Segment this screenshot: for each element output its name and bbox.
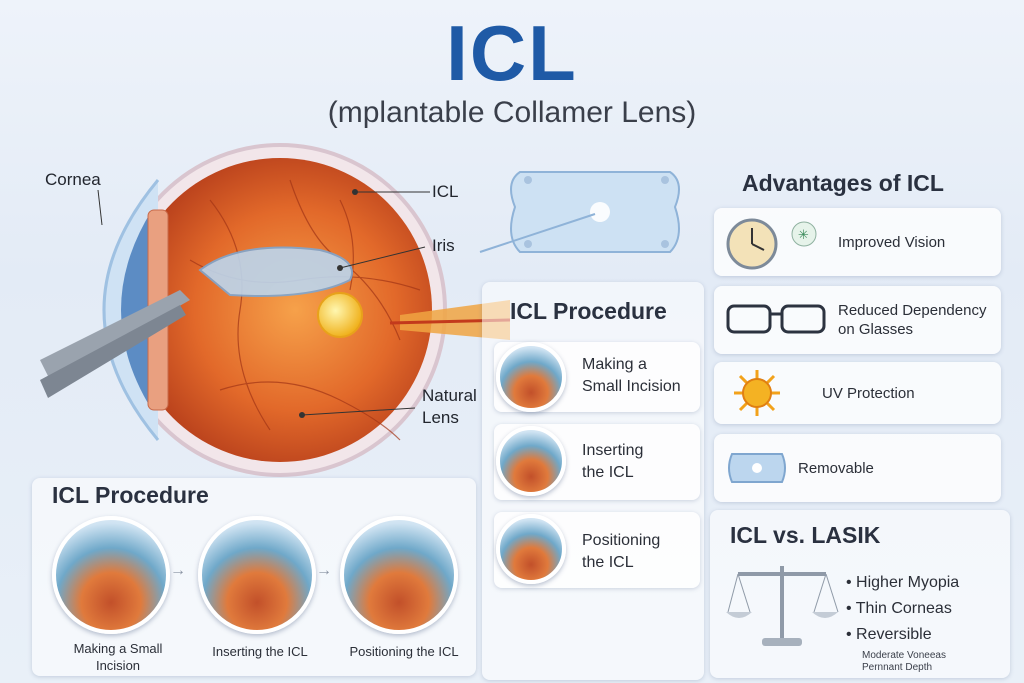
eye-cross-section-illustration <box>40 143 510 477</box>
clock-icon: ✳ <box>726 218 817 270</box>
step-image-incision <box>496 342 566 412</box>
step-image-positioning <box>496 514 566 584</box>
comparison-footnote-2: Pernnant Depth <box>862 662 933 673</box>
svg-text:✳: ✳ <box>798 228 809 243</box>
icl-lens-illustration <box>479 171 680 253</box>
step-line-1: Positioning <box>582 532 661 549</box>
advantage-label-line-1: Reduced Dependency <box>838 302 987 319</box>
comparison-footnote-1: Moderate Voneeas <box>862 650 946 661</box>
comparison-panel <box>710 510 1010 678</box>
bullet-text: Higher Myopia <box>856 574 960 591</box>
comparison-heading: ICL vs. LASIK <box>730 522 881 548</box>
procedure-side-step: Inserting the ICL <box>494 424 700 500</box>
step-image-inserting <box>198 516 316 634</box>
step-line-1: Inserting <box>582 442 644 459</box>
iris-label: Iris <box>432 236 455 255</box>
glasses-icon <box>726 304 826 334</box>
page-title: ICL <box>446 9 578 97</box>
step-line-2: the ICL <box>582 554 634 571</box>
comparison-bullet: • Thin Corneas <box>846 600 952 617</box>
step-caption: Positioning the ICL <box>349 644 459 659</box>
advantage-card-removable: Removable <box>714 434 1001 502</box>
procedure-side-step: Making a Small Incision <box>494 342 700 412</box>
advantage-card-uv-protection: UV Protection <box>714 362 1001 424</box>
step-line-2: the ICL <box>582 464 634 481</box>
advantage-card-reduced-dependency: Reduced Dependency on Glasses <box>714 286 1001 354</box>
advantage-label: Removable <box>798 460 874 477</box>
advantage-card-improved-vision: ✳ Improved Vision <box>714 208 1001 276</box>
advantage-label: Improved Vision <box>838 234 946 251</box>
comparison-bullet: • Reversible <box>846 626 932 643</box>
advantages-heading: Advantages of ICL <box>742 170 944 196</box>
arrow-right-icon: → <box>316 562 332 579</box>
step-image-incision <box>52 516 170 634</box>
scales-icon <box>726 566 839 646</box>
advantage-label: UV Protection <box>822 385 915 402</box>
step-caption-line-1: Making a Small <box>73 641 163 656</box>
step-line-1: Making a <box>582 356 647 373</box>
icl-label: ICL <box>432 182 459 201</box>
bullet-text: Reversible <box>856 626 932 643</box>
procedure-side-step: Positioning the ICL <box>494 512 700 588</box>
bullet-text: Thin Corneas <box>855 600 952 617</box>
advantage-label-line-2: on Glasses <box>838 321 914 338</box>
sun-icon <box>734 370 780 416</box>
cornea-label: Cornea <box>45 170 101 189</box>
step-line-2: Small Incision <box>582 378 681 395</box>
natural-lens-label-2: Lens <box>422 408 459 427</box>
step-image-positioning <box>340 516 458 634</box>
step-caption: Inserting the ICL <box>212 644 308 659</box>
page-subtitle: (mplantable Collamer Lens) <box>327 96 697 129</box>
comparison-bullet: • Higher Myopia <box>846 574 960 591</box>
step-caption-line-2: Incision <box>95 658 141 673</box>
procedure-bottom-heading: ICL Procedure <box>52 482 209 508</box>
lens-icon <box>728 453 786 483</box>
natural-lens-label-1: Natural <box>422 386 477 405</box>
procedure-side-heading: ICL Procedure <box>510 298 667 324</box>
arrow-right-icon: → <box>170 562 186 579</box>
step-image-inserting <box>496 426 566 496</box>
